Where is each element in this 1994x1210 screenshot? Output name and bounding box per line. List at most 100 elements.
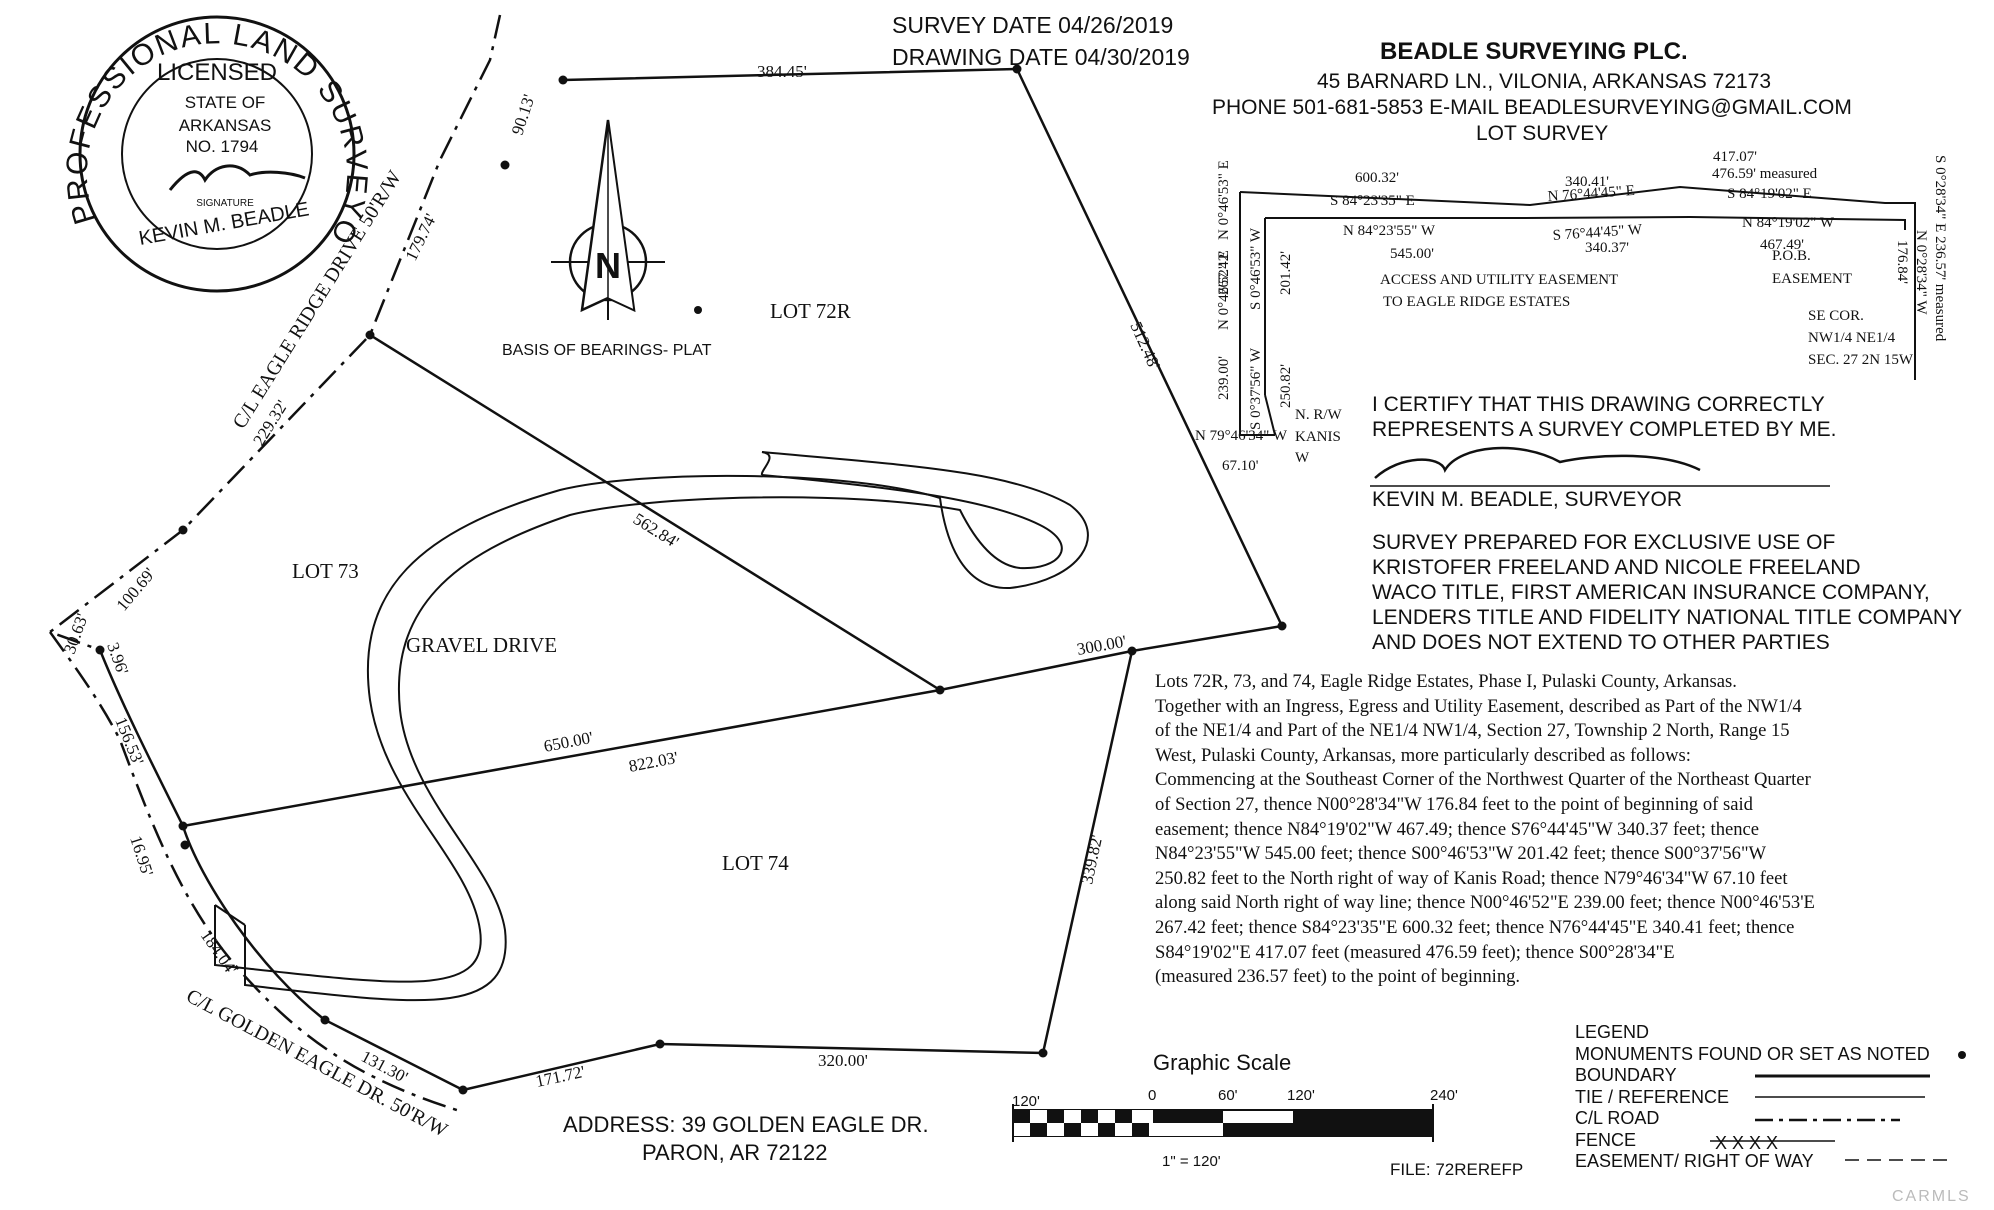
legend-easement: EASEMENT/ RIGHT OF WAY [1575,1151,1814,1171]
esmt-top3-brg: S 84°19'02" E [1727,186,1812,202]
esmt-right-outer: S 0°28'34" E 236.57' measured [1932,155,1948,342]
gravel-drive-label: GRAVEL DRIVE [406,633,557,657]
watermark: CARMLS [1892,1188,1971,1205]
surveyor-seal: PROFESSIONAL LAND SURVEYOR LICENSED STAT… [0,0,371,293]
esmt-top3-meas: 476.59' measured [1712,166,1818,182]
esmt-left-outer-brg: N 0°46'53" E [1216,160,1232,240]
dim-650: 650.00' [542,728,595,756]
esmt-top3-len: 417.07' [1713,149,1757,165]
dim-320: 320.00' [818,1051,868,1070]
cert-prep-2: KRISTOFER FREELAND AND NICOLE FREELAND [1372,556,1861,579]
esmt-bot1-brg: N 84°23'55" W [1343,223,1436,239]
dim-339: 339.82' [1077,833,1106,886]
scale-60: 60' [1218,1087,1238,1104]
graphic-scale: Graphic Scale 120' 0 60' 120' 240' 1" = … [1012,1050,1458,1170]
scale-120: 120' [1287,1087,1315,1104]
esmt-pob-2: EASEMENT [1772,271,1852,287]
file-name: FILE: 72REREFP [1390,1160,1524,1179]
legend-fence: FENCE [1575,1129,1637,1150]
esmt-kanis: KANIS [1295,429,1341,445]
dim-179: 179.74' [402,211,441,264]
address-line-1: ADDRESS: 39 GOLDEN EAGLE DR. [563,1112,929,1137]
dim-562: 562.84' [630,509,682,552]
esmt-left-inner-brg: S 0°46'53" W [1248,227,1264,310]
esmt-top1-brg: S 84°23'35" E [1330,193,1415,209]
esmt-bot2-len: 340.37' [1585,240,1629,256]
esmt-bot2-brg: S 76°44'45" W [1552,222,1643,244]
monuments [95,64,1287,1095]
esmt-bot3-len: 467.49' [1760,237,1804,253]
address-line-2: PARON, AR 72122 [642,1140,828,1165]
seal-state-of: STATE OF [185,93,266,112]
esmt-left-inner2-len: 250.82' [1278,364,1294,408]
legal-line: N84°23'55"W 545.00 feet; thence S00°46'5… [1155,843,1767,865]
legal-line: Lots 72R, 73, and 74, Eagle Ridge Estate… [1155,671,1737,692]
legend-boundary: BOUNDARY [1575,1065,1677,1085]
company-name: BEADLE SURVEYING PLC. [1380,38,1688,65]
easement-labels: 600.32' S 84°23'35" E 340.41' N 76°44'45… [1195,149,1948,474]
legend-title: LEGEND [1575,1022,1650,1042]
legal-line: West, Pulaski County, Arkansas, more par… [1155,744,1691,766]
esmt-left-outer2-brg: N 0°46'52" E [1216,250,1232,330]
esmt-right-inner-len: 176.84' [1894,240,1910,284]
dim-384: 384.45' [757,62,807,81]
company-contact: PHONE 501-681-5853 E-MAIL BEADLESURVEYIN… [1212,96,1852,119]
lot-72r-label: LOT 72R [770,299,851,323]
scale-240: 240' [1430,1087,1458,1104]
dim-3063: 30.63' [60,611,92,656]
survey-type: LOT SURVEY [1476,122,1609,145]
drawing-date: DRAWING DATE 04/30/2019 [892,44,1190,70]
legal-line: Commencing at the Southeast Corner of th… [1155,769,1811,791]
dim-171: 171.72' [534,1062,587,1091]
esmt-access-1: ACCESS AND UTILITY EASEMENT [1380,272,1618,288]
legal-line: (measured 236.57 feet) to the point of b… [1155,966,1521,988]
lot-74-label: LOT 74 [722,851,789,875]
seal-signature-label: SIGNATURE [196,198,254,209]
legal-line: S84°19'02"E 417.07 feet (measured 476.59… [1155,941,1675,963]
esmt-w: W [1295,450,1310,466]
esmt-left-inner-len: 201.42' [1278,251,1294,295]
legend-cl-road: C/L ROAD [1575,1108,1660,1128]
esmt-top2-len: 340.41' [1565,174,1609,190]
cert-prep-1: SURVEY PREPARED FOR EXCLUSIVE USE OF [1372,531,1836,554]
easement-sketch [1239,185,1916,436]
esmt-bottom-len: 67.10' [1222,458,1259,474]
esmt-secor-2: NW1/4 NE1/4 [1808,330,1896,346]
seal-signature-image [168,164,306,191]
scale-title: Graphic Scale [1153,1050,1291,1075]
dim-822: 822.03' [627,748,680,776]
legal-line: of Section 27, thence N00°28'34"W 176.84… [1155,793,1753,815]
scale-120-left: 120' [1012,1093,1040,1110]
legal-line: 250.82 feet to the North right of way of… [1155,867,1788,889]
dim-100: 100.69' [113,564,160,614]
dim-512: 512.48' [1126,319,1164,372]
seal-arkansas: ARKANSAS [179,116,272,135]
legal-description: Lots 72R, 73, and 74, Eagle Ridge Estate… [1155,670,1815,990]
esmt-pob: P.O.B. [1772,248,1811,264]
basis-of-bearings: BASIS OF BEARINGS- PLAT [502,342,712,359]
esmt-top1-len: 600.32' [1355,170,1399,186]
surveyor-signature-image [1374,446,1701,479]
cert-prep-4: LENDERS TITLE AND FIDELITY NATIONAL TITL… [1372,606,1963,629]
cert-line-1: I CERTIFY THAT THIS DRAWING CORRECTLY [1372,393,1825,416]
scale-ratio: 1" = 120' [1162,1153,1221,1170]
legend-symbols [1710,1051,1966,1161]
dim-184: 184.04' [197,926,241,978]
esmt-secor-3: SEC. 27 2N 15W [1808,352,1914,368]
esmt-bottom-brg: N 79°46'34" W [1195,428,1288,444]
dim-300: 300.00' [1075,632,1127,659]
cert-prep-3: WACO TITLE, FIRST AMERICAN INSURANCE COM… [1372,581,1930,604]
esmt-bot3-brg: N 84°19'02" W [1742,215,1835,231]
legal-line: easement; thence N84°19'02"W 467.49; the… [1155,818,1760,840]
esmt-left-inner2-brg: S 0°37'56" W [1248,347,1264,430]
legend-tie: TIE / REFERENCE [1575,1086,1730,1107]
cert-line-2: REPRESENTS A SURVEY COMPLETED BY ME. [1372,418,1837,441]
road-centerlines [47,14,502,1114]
cert-surveyor: KEVIN M. BEADLE, SURVEYOR [1372,488,1683,511]
esmt-left-outer2-len: 239.00' [1216,356,1232,400]
esmt-nrw: N. R/W [1295,407,1343,423]
esmt-secor-1: SE COR. [1808,308,1864,324]
esmt-top2-brg: N 76°44'45" E [1547,183,1635,205]
dim-396: 3.96' [103,640,132,677]
